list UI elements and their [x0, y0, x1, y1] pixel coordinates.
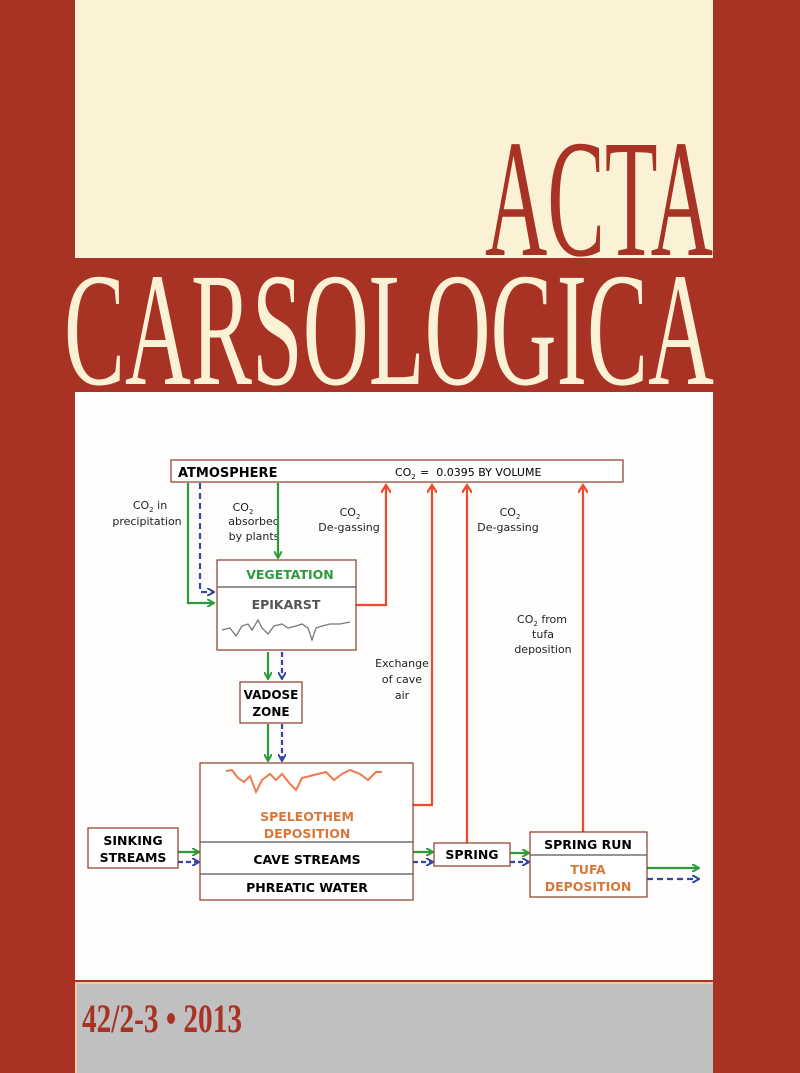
plants-label-1: CO2 — [233, 501, 254, 516]
speleothem-label-2: DEPOSITION — [264, 826, 351, 841]
issue-number: 42/2-3 • 2013 — [82, 996, 242, 1041]
precip-label-2: precipitation — [112, 515, 181, 528]
tufa-label-2: DEPOSITION — [545, 879, 632, 894]
speleothem-label-1: SPELEOTHEM — [260, 809, 354, 824]
tufa-co2-label-3: deposition — [514, 643, 571, 656]
tufa-co2-label-2: tufa — [532, 628, 554, 641]
degas-a-label: De-gassing — [318, 521, 379, 534]
co2-label: CO2 — [395, 466, 416, 481]
plants-label-3: by plants — [229, 530, 280, 543]
epikarst-label: EPIKARST — [252, 597, 321, 612]
cave-box — [199, 762, 414, 901]
epikarst-record-graph — [221, 618, 351, 643]
vegetation-label: VEGETATION — [246, 567, 334, 582]
journal-title-carsologica: CARSOLOGICA — [64, 241, 714, 420]
cave-air-arrow — [413, 486, 432, 807]
degas-a-co2: CO2 — [340, 506, 361, 521]
vadose-label-2: ZONE — [252, 705, 289, 719]
cave-streams-label: CAVE STREAMS — [253, 852, 360, 867]
phreatic-water-label: PHREATIC WATER — [246, 880, 368, 895]
exchange-label-1: Exchange — [375, 657, 429, 670]
sinking-streams-box — [87, 827, 179, 869]
spring-label: SPRING — [445, 847, 498, 862]
co2-value: = 0.0395 BY VOLUME — [420, 466, 541, 479]
sinking-label-1: SINKING — [103, 833, 162, 848]
sinking-label-2: STREAMS — [100, 850, 167, 865]
precip-label-1: CO2 in — [133, 499, 167, 514]
spring-box — [433, 842, 511, 867]
degas-b-label: De-gassing — [477, 521, 538, 534]
vegetation-epikarst-box — [216, 559, 357, 651]
epikarst-degas-arrow — [356, 486, 386, 607]
title-panel — [75, 0, 713, 258]
tufa-co2-label-1: CO2 from — [517, 613, 567, 628]
journal-title-acta: ACTA — [485, 106, 713, 292]
spring-run-label: SPRING RUN — [544, 837, 632, 852]
exchange-label-2: of cave — [382, 673, 422, 686]
atmosphere-box — [170, 459, 624, 483]
issue-panel — [75, 982, 713, 1073]
tufa-label-1: TUFA — [570, 862, 606, 877]
exchange-label-3: air — [395, 689, 410, 702]
vadose-label-1: VADOSE — [244, 688, 299, 702]
plants-label-2: absorbed — [228, 515, 279, 528]
spring-run-box — [529, 831, 648, 898]
degas-b-co2: CO2 — [500, 506, 521, 521]
vadose-zone-box — [239, 681, 303, 724]
speleothem-record-graph — [225, 768, 382, 795]
atmosphere-label: ATMOSPHERE — [178, 466, 277, 481]
precip-arrow-blue — [198, 483, 213, 592]
precip-arrow-green — [186, 483, 213, 603]
